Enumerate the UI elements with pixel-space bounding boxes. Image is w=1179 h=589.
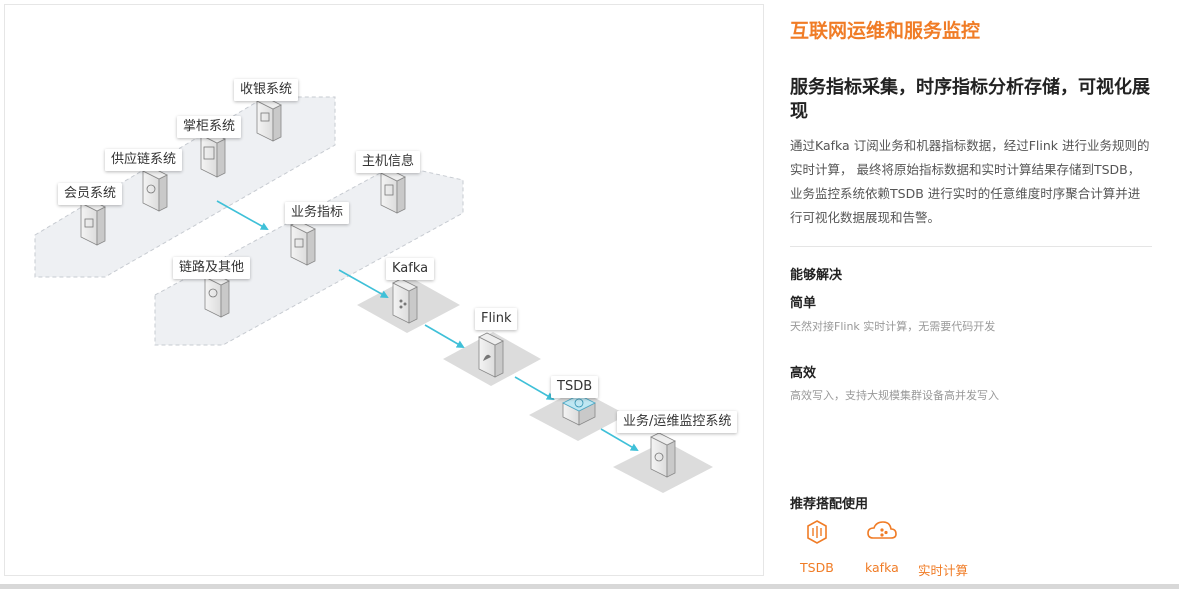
node-label-monitor: 业务/运维监控系统 — [617, 411, 738, 433]
recommend-item-tsdb[interactable]: TSDB — [800, 520, 834, 575]
node-label-business: 业务指标 — [285, 202, 350, 224]
node-label-cashier: 收银系统 — [234, 79, 299, 101]
capabilities-heading: 能够解决 — [790, 268, 843, 283]
cashier-server-icon — [256, 96, 282, 142]
supply-server-icon — [142, 166, 168, 212]
divider — [790, 246, 1152, 247]
arrow-systems-to-business — [216, 200, 269, 230]
node-label-kafka: Kafka — [386, 258, 435, 280]
tsdb-server-icon — [562, 394, 596, 426]
info-panel: 互联网运维和服务监控 服务指标采集，时序指标分析存储，可视化展现 通过Kafka… — [790, 0, 1152, 589]
bottom-bar — [0, 584, 1179, 589]
member-server-icon — [80, 198, 106, 246]
benefit-desc-simple: 天然对接Flink 实时计算，无需要代码开发 — [790, 320, 996, 333]
node-label-cabinet: 掌柜系统 — [177, 116, 242, 138]
kafka-server-icon — [392, 278, 418, 324]
node-label-link: 链路及其他 — [173, 257, 251, 279]
node-label-flink: Flink — [475, 308, 518, 330]
recommend-label-realtime: 实时计算 — [918, 563, 969, 578]
benefit-desc-efficient: 高效写入，支持大规模集群设备高并发写入 — [790, 389, 999, 402]
recommend-heading: 推荐搭配使用 — [790, 497, 869, 512]
section-subtitle: 服务指标采集，时序指标分析存储，可视化展现 — [790, 77, 1150, 122]
business-server-icon — [290, 220, 316, 266]
arrow-flink-to-tsdb — [514, 376, 555, 401]
benefit-title-simple: 简单 — [790, 296, 817, 311]
node-label-tsdb: TSDB — [551, 376, 599, 398]
recommend-item-kafka[interactable]: kafka — [865, 520, 899, 575]
diagram-canvas — [34, 96, 713, 493]
tsdb-icon — [807, 520, 827, 544]
node-label-member: 会员系统 — [58, 183, 123, 205]
arrow-metrics-to-kafka — [338, 269, 389, 298]
recommend-label-kafka: kafka — [865, 560, 899, 575]
description-text: 通过Kafka 订阅业务和机器指标数据，经过Flink 进行业务规则的实时计算，… — [790, 138, 1150, 225]
flink-server-icon — [478, 332, 504, 378]
node-label-host: 主机信息 — [356, 151, 421, 173]
node-label-supply: 供应链系统 — [105, 149, 183, 171]
arrow-tsdb-to-monitor — [600, 428, 639, 452]
architecture-diagram: 收银系统 掌柜系统 供应链系统 会员系统 主机信息 业务指标 链路及其他 Kaf… — [4, 4, 764, 576]
realtime-compute-icon — [932, 520, 954, 544]
host-server-icon — [380, 168, 406, 214]
benefit-title-efficient: 高效 — [790, 366, 817, 381]
recommend-item-realtime[interactable]: 实时计算 — [918, 520, 968, 579]
kafka-icon — [867, 521, 897, 539]
monitor-server-icon — [650, 432, 676, 478]
link-server-icon — [204, 272, 230, 318]
recommend-label-tsdb: TSDB — [800, 560, 834, 575]
page-title: 互联网运维和服务监控 — [790, 20, 981, 42]
arrow-kafka-to-flink — [424, 324, 465, 349]
